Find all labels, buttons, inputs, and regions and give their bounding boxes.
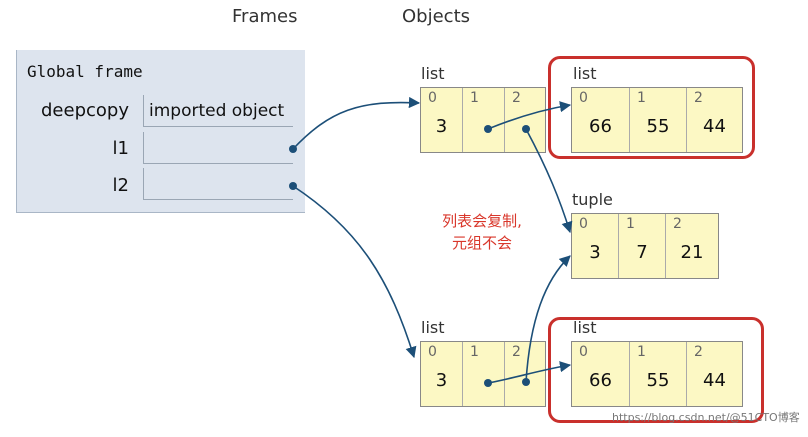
cell-value: 3 (589, 242, 601, 263)
cell-index: 1 (470, 90, 479, 106)
cell-index: 2 (512, 90, 521, 106)
cell-value: 44 (703, 370, 726, 391)
pointer-dot-list-a-2 (522, 125, 530, 133)
cell-index: 2 (673, 216, 682, 232)
tuple-cell-2: 2 21 (666, 214, 718, 278)
var-value-l2 (143, 168, 293, 200)
frames-header: Frames (232, 6, 298, 27)
list-a-cell-1: 1 (463, 88, 505, 152)
annotation-line-2: 元组不会 (451, 234, 512, 252)
cell-index: 2 (694, 90, 703, 106)
cell-index: 0 (579, 90, 588, 106)
watermark: https://blog.csdn.net/@51CTO博客 (612, 411, 800, 424)
cell-index: 0 (579, 216, 588, 232)
cell-index: 0 (428, 90, 437, 106)
list-d-label: list (573, 318, 597, 337)
cell-index: 2 (512, 344, 521, 360)
annotation-line-1: 列表会复制, (442, 212, 522, 230)
cell-index: 0 (428, 344, 437, 360)
frame-title: Global frame (27, 62, 143, 81)
cell-value: 7 (636, 242, 648, 263)
cell-value: 55 (646, 116, 670, 137)
arrow-list-a-to-tuple (525, 128, 573, 234)
pointer-dot-list-c-2 (522, 378, 530, 386)
pointer-dot-list-c-1 (484, 379, 492, 387)
highlight-box-bottom (548, 317, 764, 423)
var-value-deepcopy: imported object (143, 95, 293, 127)
pointer-dot-list-a-1 (484, 125, 492, 133)
var-value-l1 (143, 132, 293, 164)
cell-value: 21 (680, 242, 704, 263)
cell-value: 3 (435, 370, 448, 391)
global-frame: Global frame deepcopy imported object l1… (16, 50, 305, 213)
cell-value: 66 (589, 116, 612, 137)
var-name-deepcopy: deepcopy (41, 100, 129, 121)
cell-index: 1 (637, 90, 646, 106)
cell-index: 1 (637, 344, 646, 360)
arrow-list-a-to-list-b (487, 101, 572, 130)
cell-index: 0 (579, 344, 588, 360)
cell-index: 1 (626, 216, 635, 232)
arrow-list-c-to-list-d (487, 361, 572, 384)
arrow-l2-to-list-c (292, 185, 417, 359)
objects-header: Objects (402, 6, 471, 27)
cell-index: 2 (694, 344, 703, 360)
var-name-l2: l2 (112, 175, 129, 196)
var-value-text: imported object (149, 101, 285, 121)
pointer-dot-l1 (289, 145, 297, 153)
list-a-label: list (421, 64, 445, 83)
list-c-label: list (421, 318, 445, 337)
cell-value: 66 (589, 370, 612, 391)
var-name-l1: l1 (112, 138, 129, 159)
cell-value: 3 (435, 116, 448, 137)
tuple-label: tuple (572, 190, 613, 209)
pointer-dot-l2 (289, 182, 297, 190)
cell-value: 55 (646, 370, 670, 391)
cell-index: 1 (470, 344, 479, 360)
list-a-cell-2: 2 (505, 88, 545, 152)
highlight-box-top (548, 56, 755, 159)
list-c-cell-1: 1 (463, 342, 505, 406)
annotation-note: 列表会复制, 元组不会 (424, 210, 540, 254)
arrow-l1-to-list-a (292, 96, 421, 150)
cell-value: 44 (703, 116, 726, 137)
arrow-list-c-to-tuple (525, 255, 571, 383)
list-b-label: list (573, 64, 597, 83)
list-c-cell-2: 2 (505, 342, 545, 406)
